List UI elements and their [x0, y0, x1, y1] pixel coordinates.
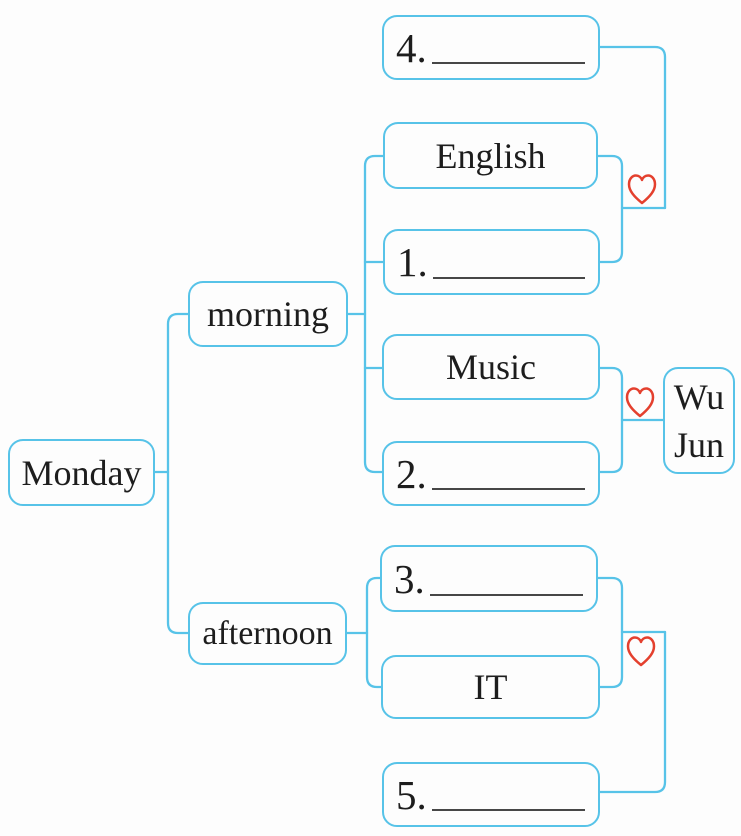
blank-1-number: 1.: [397, 239, 428, 285]
heart-icon: [625, 387, 655, 418]
bracket-it-group: [596, 576, 624, 689]
blank-3-number: 3.: [394, 555, 425, 602]
teacher-name-line2: Jun: [673, 424, 724, 465]
blank-2-line: [432, 488, 585, 490]
node-blank-3: 3.: [380, 545, 598, 612]
node-teacher-wu-jun: Wu Jun: [663, 367, 735, 474]
blank-4-number: 4.: [396, 24, 427, 71]
heart-icon: [627, 174, 657, 205]
heart-icon: [626, 636, 656, 667]
node-morning: morning: [188, 281, 348, 347]
node-music: Music: [382, 334, 600, 400]
bracket-english-group: [596, 154, 624, 264]
blank-4-line: [432, 62, 585, 64]
blank-1-line: [433, 277, 585, 279]
node-english: English: [383, 122, 598, 189]
node-blank-5: 5.: [382, 762, 600, 827]
connector-blank4-heart: [598, 45, 667, 210]
bracket-music-group: [598, 366, 624, 474]
node-monday: Monday: [8, 439, 155, 506]
node-afternoon: afternoon: [188, 602, 347, 665]
connector-lines: [153, 45, 667, 794]
blank-5-line: [432, 809, 585, 811]
connector-periods-trunk: [166, 312, 190, 635]
blank-5-number: 5.: [396, 771, 427, 818]
node-blank-2: 2.: [382, 441, 600, 506]
node-english-label: English: [435, 135, 546, 176]
node-it-label: IT: [473, 667, 508, 707]
node-monday-label: Monday: [21, 452, 142, 493]
connector-blank5-heart: [598, 630, 667, 794]
teacher-name-line1: Wu: [673, 376, 725, 417]
heart-icons: [625, 174, 657, 667]
node-morning-label: morning: [207, 294, 329, 334]
blank-2-number: 2.: [396, 450, 427, 497]
node-blank-4: 4.: [382, 15, 600, 80]
node-blank-1: 1.: [383, 229, 600, 295]
node-it: IT: [381, 655, 600, 719]
connector-afternoon-trunk: [365, 576, 383, 689]
node-afternoon-label: afternoon: [202, 614, 333, 652]
node-music-label: Music: [446, 347, 536, 387]
connector-morning-trunk: [363, 154, 385, 474]
blank-3-line: [430, 594, 583, 596]
